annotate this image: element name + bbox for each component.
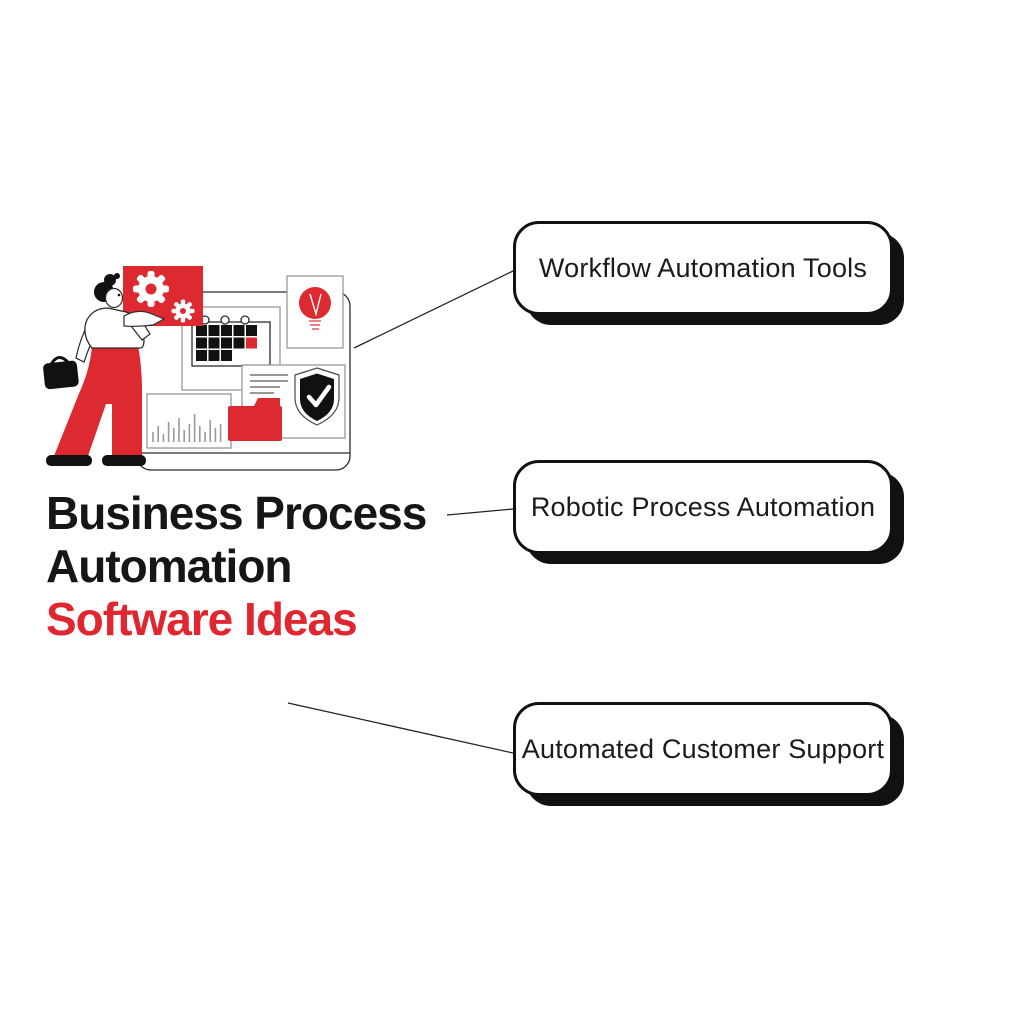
title-line-1: Business Process bbox=[46, 487, 427, 539]
lightbulb-icon bbox=[286, 275, 344, 349]
connector-line bbox=[446, 508, 514, 516]
bpa-illustration bbox=[43, 266, 351, 471]
handbag-icon bbox=[43, 356, 79, 390]
node-label: Automated Customer Support bbox=[521, 733, 885, 764]
bar-chart-icon bbox=[146, 393, 232, 449]
title-line-2: Automation bbox=[46, 540, 293, 592]
folder-icon bbox=[228, 398, 282, 441]
node-label: Robotic Process Automation bbox=[530, 491, 876, 522]
connector-line bbox=[353, 270, 514, 349]
page-title: Business Process Automation Software Ide… bbox=[46, 487, 516, 646]
title-line-3: Software Ideas bbox=[46, 593, 358, 645]
person-figure bbox=[43, 273, 166, 466]
node-robotic-process-automation[interactable]: Robotic Process Automation bbox=[513, 460, 893, 554]
node-automated-customer-support[interactable]: Automated Customer Support bbox=[513, 702, 893, 796]
node-workflow-automation-tools[interactable]: Workflow Automation Tools bbox=[513, 221, 893, 315]
node-label: Workflow Automation Tools bbox=[538, 252, 868, 283]
connector-line bbox=[287, 702, 514, 754]
